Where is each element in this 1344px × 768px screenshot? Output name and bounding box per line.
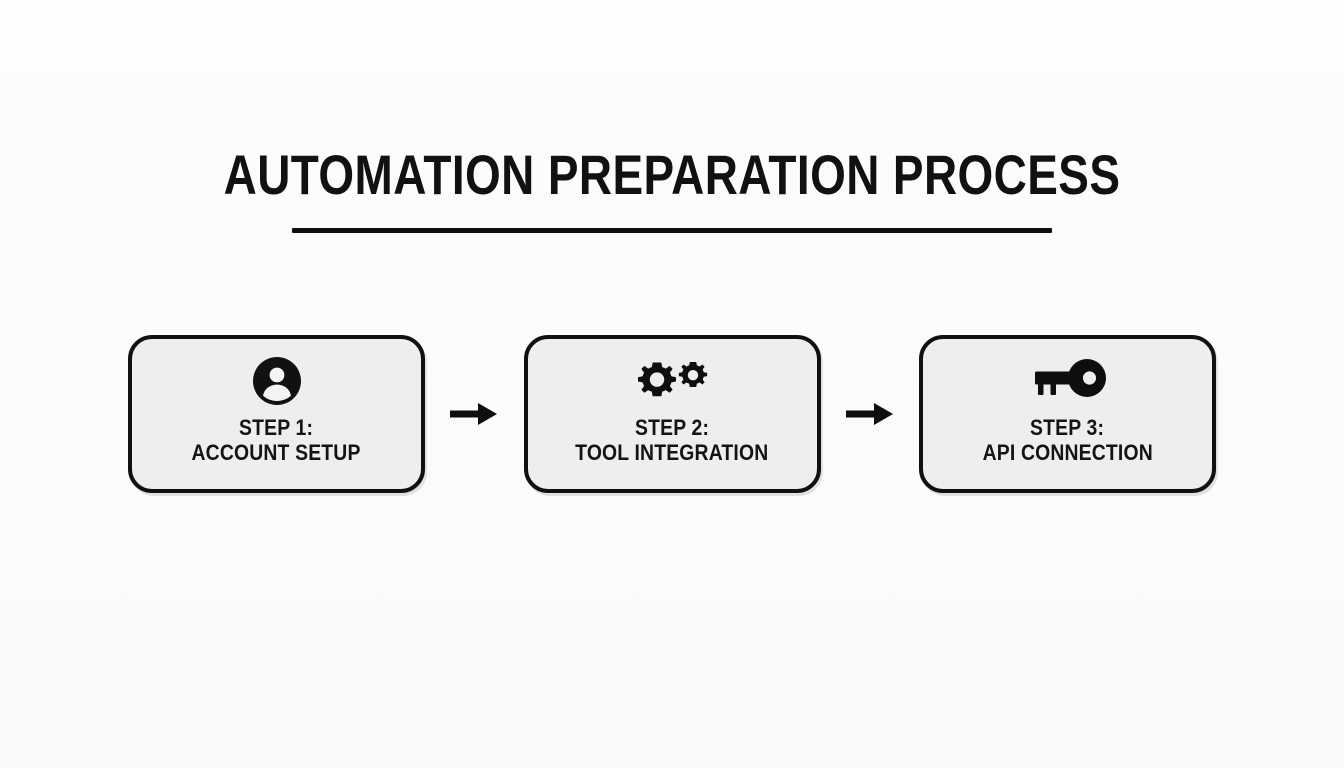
step-card-3-labels: STEP 3: API CONNECTION [971,415,1164,465]
process-flow: STEP 1: ACCOUNT SETUP [128,335,1216,493]
arrow-right-icon [450,399,498,429]
step-card-2-labels: STEP 2: TOOL INTEGRATION [562,415,782,465]
step-card-3-line2: API CONNECTION [982,440,1153,465]
title-block: AUTOMATION PREPARATION PROCESS [0,146,1344,233]
step-card-1[interactable]: STEP 1: ACCOUNT SETUP [128,335,425,493]
title-underline-rule [292,228,1052,233]
step-card-2[interactable]: STEP 2: TOOL INTEGRATION [523,335,821,493]
key-icon [1025,356,1111,406]
step-card-3[interactable]: STEP 3: API CONNECTION [919,335,1216,493]
step-card-2-line1: STEP 2: [634,415,710,440]
step-card-1-labels: STEP 1: ACCOUNT SETUP [180,415,372,465]
step-card-3-line1: STEP 3: [1030,415,1105,440]
person-icon [252,356,302,406]
step-card-1-line2: ACCOUNT SETUP [191,440,362,465]
arrow-right-icon [845,399,894,429]
gears-icon [627,356,717,406]
step-card-1-line1: STEP 1: [239,415,314,440]
page-title: AUTOMATION PREPARATION PROCESS [223,143,1121,206]
step-card-2-line2: TOOL INTEGRATION [575,440,769,465]
